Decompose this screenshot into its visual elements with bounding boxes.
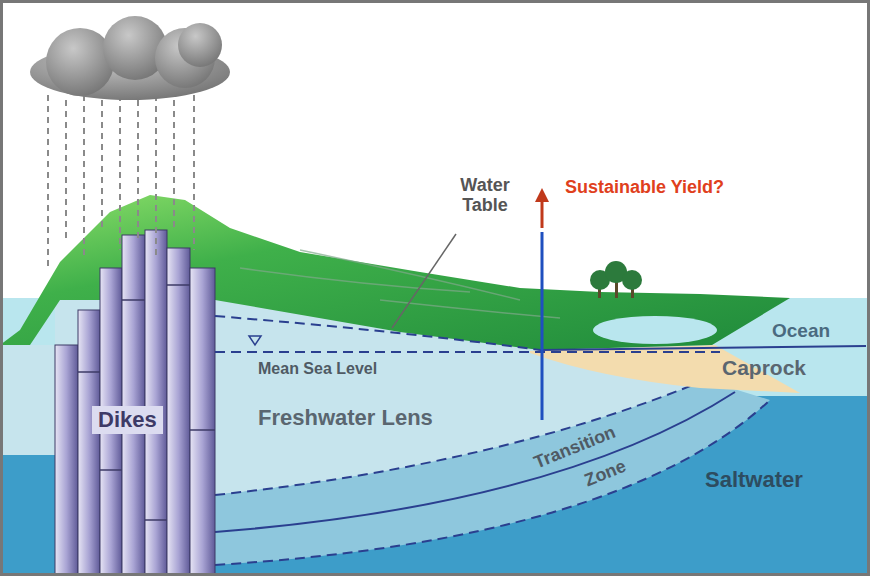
ocean-label: Ocean — [772, 321, 830, 342]
transition-lower-line — [215, 400, 770, 565]
saltwater-label: Saltwater — [705, 468, 803, 492]
rain-cloud — [30, 16, 230, 270]
caprock-label: Caprock — [722, 356, 806, 379]
zone-label: Zone — [581, 457, 628, 491]
sea-surface-line — [540, 346, 866, 350]
mean-sea-level-line — [215, 351, 720, 353]
transition-upper-line — [215, 380, 705, 495]
yield-label: Sustainable Yield? — [565, 178, 724, 198]
ground-streams — [240, 250, 560, 318]
lagoon — [593, 316, 717, 344]
yield-arrowhead — [535, 188, 549, 202]
transition-zone — [215, 380, 770, 565]
dikes-label: Dikes — [92, 406, 163, 434]
water-table-line — [215, 316, 540, 350]
sea-level-label: Mean Sea Level — [258, 360, 377, 378]
dikes — [55, 230, 215, 576]
water-table-symbol — [249, 336, 261, 345]
transition-mid-line — [215, 392, 735, 532]
leader-line — [392, 234, 456, 328]
trees — [590, 261, 642, 298]
lens-label: Freshwater Lens — [258, 406, 433, 430]
yield-arrow — [541, 200, 544, 228]
water-table-label: Water Table — [452, 176, 518, 216]
well — [541, 232, 544, 420]
